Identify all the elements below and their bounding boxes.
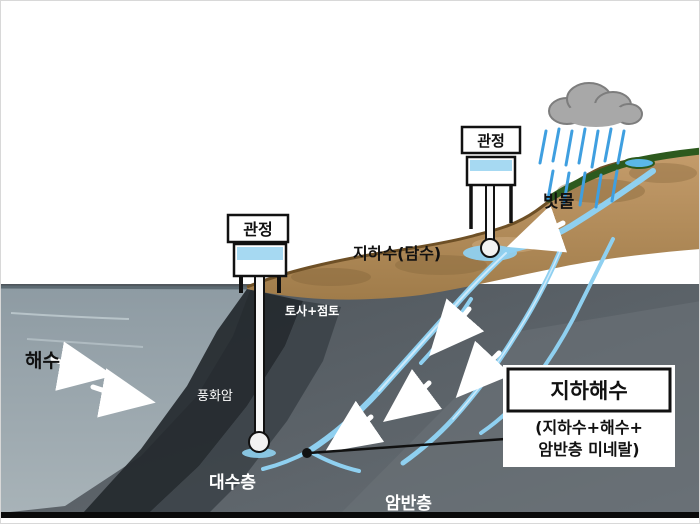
- seawater-label: 해수: [25, 350, 60, 372]
- rain-line: [594, 173, 603, 209]
- underground-flow-arrow: [324, 400, 385, 453]
- rain-line: [603, 127, 613, 163]
- well-left-pipe: [254, 274, 265, 436]
- rain-line: [577, 127, 587, 165]
- sea-flow-arrow: [90, 368, 156, 418]
- well-right-water: [470, 160, 512, 171]
- well-left-water: [237, 247, 283, 260]
- callout-sub-line1: (지하수+해수+: [535, 418, 643, 437]
- callout-sub-line2: 암반층 미네랄): [538, 440, 639, 459]
- sea-flow-arrow: [50, 341, 114, 391]
- rain-infiltration-arrow: [506, 205, 568, 253]
- groundwater-fresh-label: 지하수(담수): [353, 244, 441, 263]
- sediment-slope-band: [83, 289, 303, 513]
- underground-flow-arrow: [429, 298, 485, 357]
- rain-line: [546, 169, 555, 201]
- well-right-bulb: [480, 238, 500, 258]
- callout-title: 지하해수: [550, 379, 627, 403]
- weathered-rock-label: 풍화암: [197, 389, 233, 404]
- rain-line: [610, 169, 619, 203]
- aquifer-label: 대수층: [209, 473, 256, 493]
- well-left-label: 관정: [243, 220, 272, 239]
- rain-streaks: [538, 127, 626, 209]
- underground-seawater-callout: 지하해수 (지하수+해수+ 암반층 미네랄): [302, 365, 675, 467]
- callout-connector-line: [308, 437, 506, 455]
- underground-flow-arrow: [383, 368, 442, 423]
- soil-clay-label: 토사+점토: [285, 303, 339, 318]
- callout-title-box: [506, 367, 672, 413]
- rain-line: [578, 171, 587, 207]
- rain-line: [538, 129, 548, 165]
- rain-cloud: [548, 82, 643, 127]
- bottom-frame-line: [1, 512, 699, 518]
- hilltop-pond: [623, 157, 655, 169]
- well-right-label: 관정: [477, 132, 505, 150]
- rainwater-label: 빗물: [543, 192, 575, 212]
- soil-patch: [395, 255, 487, 275]
- well-left-bulb: [248, 431, 270, 453]
- land-region: [247, 152, 699, 300]
- well-left-label-box: [226, 213, 290, 244]
- rain-line: [590, 129, 600, 169]
- flow-arrows: [50, 205, 568, 453]
- cloud-base: [564, 103, 628, 127]
- rain-line: [562, 171, 571, 205]
- soil-patch: [291, 268, 371, 286]
- rain-line: [564, 129, 574, 167]
- sea-surface-line: [1, 285, 252, 290]
- well-left: 관정: [226, 213, 290, 458]
- sediment-slope-band-inner: [149, 301, 341, 513]
- bedrock-label: 암반층: [385, 494, 432, 514]
- well-right-pipe: [485, 184, 495, 244]
- rain-line: [551, 127, 561, 163]
- well-right: 관정: [460, 125, 522, 258]
- underground-flow-arrow: [455, 340, 512, 398]
- well-right-label-box: [460, 125, 522, 155]
- rain-line: [616, 129, 626, 165]
- callout-connector-dot: [302, 448, 312, 458]
- sea-wave-streak: [10, 312, 130, 320]
